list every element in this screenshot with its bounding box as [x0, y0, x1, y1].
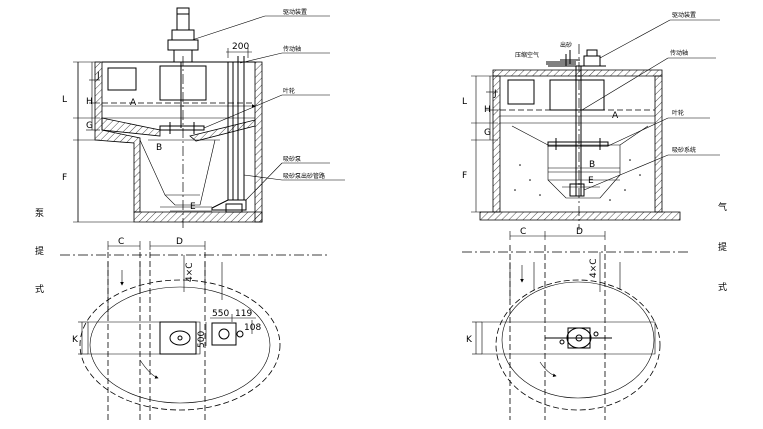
left-dim-200: 200: [232, 42, 249, 52]
left-dim-H: H: [86, 97, 93, 107]
left-callout-shaft: 传动轴: [283, 45, 301, 53]
left-callout-drive: 驱动装置: [283, 8, 307, 16]
left-dim-J: J: [96, 71, 100, 81]
left-tank-wall-left: [94, 61, 141, 213]
left-plan-dim-D: D: [176, 237, 183, 247]
right-airlift-head: [569, 183, 585, 197]
right-elevation: [471, 19, 720, 230]
right-dim-A: A: [612, 111, 619, 121]
right-plan-dim-C: C: [520, 227, 526, 237]
left-plan-dim-108: 108: [244, 323, 261, 333]
right-dim-B: B: [589, 160, 595, 170]
left-callout-pump: 吸砂泵: [283, 155, 301, 163]
left-plan-dim-119: 119: [235, 309, 252, 319]
right-tank-floor: [479, 211, 681, 221]
left-pump-body: [211, 199, 247, 211]
left-dim-A: A: [130, 98, 137, 108]
right-impeller: [547, 141, 609, 147]
right-callout-sand: 出砂: [560, 41, 572, 49]
left-callout-pipe: 吸砂泵出砂管路: [283, 172, 325, 180]
left-dim-G: G: [86, 121, 93, 131]
right-dim-J: J: [493, 89, 497, 99]
right-dim-F: F: [462, 171, 467, 181]
right-callout-shaft: 传动轴: [670, 49, 688, 57]
left-tank-floor: [133, 211, 263, 223]
right-plan-drive: [545, 327, 612, 349]
left-plan-dim-C: C: [118, 237, 124, 247]
right-plan-dim-D: D: [576, 227, 583, 237]
right-dim-E: E: [588, 176, 594, 186]
left-plan: [60, 241, 330, 420]
left-impeller: [159, 125, 205, 131]
right-side-label-2: 提: [718, 242, 727, 253]
left-plan-dim-K: K: [72, 335, 79, 345]
left-hopper-slope: [101, 117, 161, 137]
right-callout-airlift: 吸砂系统: [672, 146, 696, 154]
left-dim-B: B: [156, 143, 162, 153]
right-callout-impeller: 叶轮: [672, 109, 684, 117]
right-drive-motor: [583, 55, 601, 67]
left-side-label-2: 提: [35, 246, 44, 257]
left-plan-dim-4xC: 4×C: [185, 262, 195, 282]
left-callout-impeller: 叶轮: [283, 87, 295, 95]
left-plan-drive-box: [159, 321, 197, 355]
right-callout-air: 压缩空气: [515, 51, 539, 59]
left-side-label-3: 式: [35, 283, 44, 295]
left-drive-unit: [167, 7, 199, 63]
left-tank-wall-right: [254, 61, 263, 223]
right-callout-motor: 驱动装置: [672, 11, 696, 19]
right-tank-top: [492, 69, 663, 77]
right-tank-wall-right: [654, 75, 663, 213]
right-plan: [462, 231, 690, 420]
right-dim-G: G: [484, 128, 491, 138]
left-side-label-1: 泵: [35, 208, 44, 219]
right-side-label-3: 式: [718, 281, 727, 293]
left-plan-dim-550: 550: [212, 309, 229, 319]
right-plan-dim-4xC: 4×C: [589, 258, 599, 278]
right-dim-H: H: [484, 105, 491, 115]
right-dim-L: L: [462, 97, 467, 107]
left-elevation: [73, 7, 345, 228]
right-side-label-1: 气: [718, 201, 727, 213]
right-drive-housing: [549, 79, 605, 111]
left-inlet-box: [107, 67, 137, 91]
left-plan-pump-box: [211, 322, 237, 346]
left-plan-dim-500: 500: [197, 331, 207, 348]
left-dim-E: E: [190, 202, 196, 212]
left-dim-F: F: [62, 173, 67, 183]
left-dim-L: L: [62, 95, 67, 105]
right-plan-dim-K: K: [466, 335, 473, 345]
right-inlet-box: [507, 79, 535, 105]
